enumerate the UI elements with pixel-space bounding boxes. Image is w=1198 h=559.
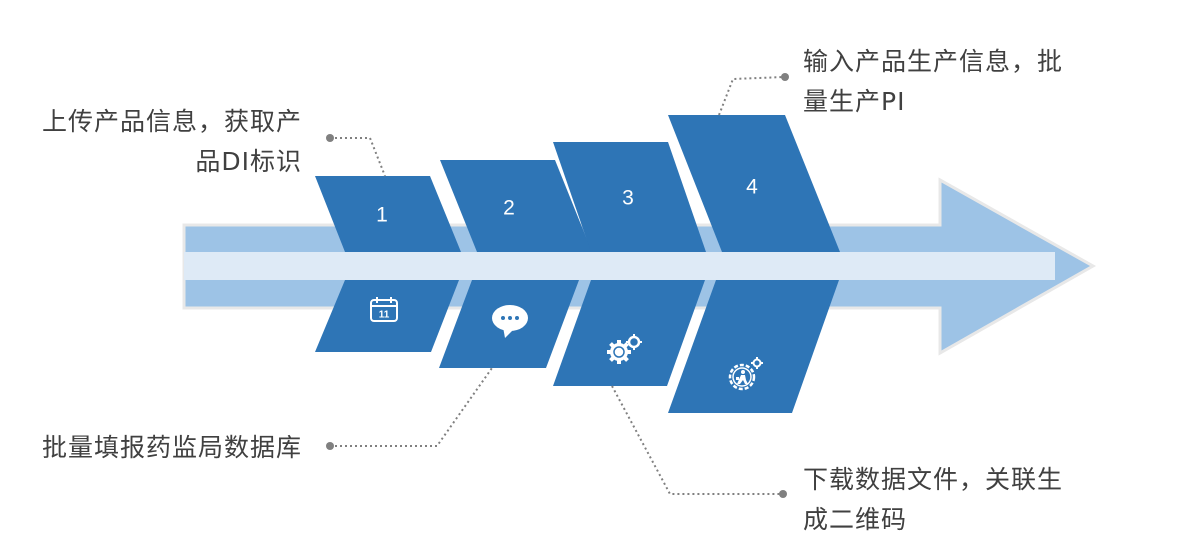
connector-step-3	[611, 385, 782, 495]
step-4[interactable]: 4	[668, 115, 840, 413]
svg-text:11: 11	[379, 310, 390, 321]
step-1[interactable]: 1 11	[315, 176, 461, 352]
connector-step-1	[330, 137, 386, 177]
connector-dot-step-3	[779, 490, 787, 498]
step-1-upper	[315, 176, 461, 252]
step-3-lower	[553, 280, 705, 386]
step-4-label: 输入产品生产信息，批 量生产PI	[803, 42, 1103, 122]
step-1-label: 上传产品信息，获取产 品DI标识	[10, 102, 302, 182]
gears-icon	[607, 334, 642, 364]
chat-bubble-icon	[492, 305, 528, 338]
step-4-number: 4	[746, 176, 758, 199]
step-2-label: 批量填报药监局数据库	[10, 428, 302, 468]
connector-step-2	[330, 367, 493, 447]
calendar-icon: 11	[370, 297, 398, 322]
connector-dot-step-1	[326, 134, 334, 142]
connector-step-4	[718, 76, 785, 116]
connector-dot-step-2	[326, 442, 334, 450]
step-1-lower	[315, 280, 459, 352]
step-3-upper	[553, 142, 706, 252]
worker-gear-icon	[728, 357, 763, 391]
step-3-label-line1: 下载数据文件，关联生	[803, 465, 1064, 494]
step-3-label: 下载数据文件，关联生 成二维码	[803, 460, 1103, 540]
step-4-label-line2: 量生产PI	[803, 87, 906, 116]
step-3-number: 3	[622, 187, 634, 210]
step-3[interactable]: 3	[553, 142, 706, 386]
connector-dot-step-4	[781, 73, 789, 81]
step-4-label-line1: 输入产品生产信息，批	[803, 47, 1064, 76]
step-2-number: 2	[503, 197, 515, 220]
step-2-upper	[440, 160, 592, 252]
step-1-label-line1: 上传产品信息，获取产	[41, 107, 302, 136]
step-4-lower	[668, 280, 839, 413]
step-1-label-line2: 品DI标识	[195, 147, 302, 176]
step-1-number: 1	[376, 204, 388, 227]
step-2[interactable]: 2	[439, 160, 592, 368]
step-2-label-line1: 批量填报药监局数据库	[41, 433, 302, 462]
arrow-center-stripe	[184, 252, 1055, 280]
step-3-label-line2: 成二维码	[803, 505, 908, 534]
step-4-upper	[668, 115, 840, 252]
